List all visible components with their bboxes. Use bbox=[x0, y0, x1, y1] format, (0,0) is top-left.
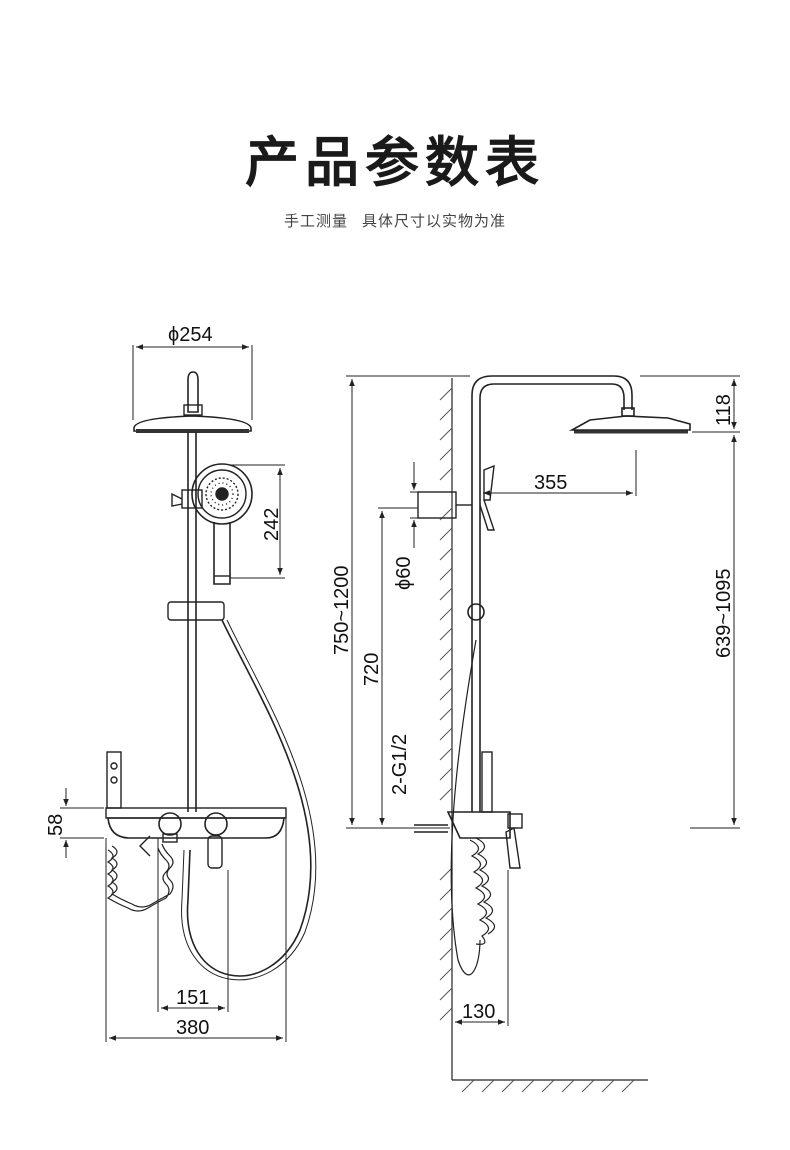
dim-total-height bbox=[346, 375, 470, 829]
dim-valve-spacing bbox=[157, 838, 229, 1012]
label-handheld-height: 242 bbox=[261, 508, 283, 541]
front-view bbox=[60, 344, 317, 1042]
dim-head-diameter bbox=[132, 344, 253, 420]
label-slider-height: 720 bbox=[361, 653, 383, 686]
shower-hose bbox=[186, 619, 312, 977]
side-mixer bbox=[414, 811, 523, 869]
label-inlet-thread: 2-G1/2 bbox=[389, 734, 411, 795]
wall bbox=[439, 378, 453, 1080]
riser-pipe bbox=[167, 432, 225, 812]
dim-head-height-range bbox=[690, 435, 740, 829]
spring-hose bbox=[106, 843, 174, 912]
side-slider bbox=[417, 464, 495, 813]
dim-shelf-height bbox=[60, 788, 104, 858]
dim-shelf-width bbox=[105, 818, 287, 1042]
label-shelf-height: 58 bbox=[45, 814, 67, 836]
wall-inlet bbox=[106, 751, 122, 809]
label-arm-reach: 355 bbox=[534, 472, 567, 494]
label-wall-offset: 130 bbox=[462, 1001, 495, 1023]
subtitle-measurement: 手工测量 bbox=[283, 212, 348, 230]
label-slider-diameter: ϕ60 bbox=[393, 557, 415, 590]
label-shelf-width: 380 bbox=[176, 1017, 209, 1039]
dim-arm-drop bbox=[640, 375, 740, 433]
subtitle-disclaimer: 具体尺寸以实物为准 bbox=[362, 212, 507, 230]
side-riser bbox=[471, 375, 635, 812]
label-valve-spacing: 151 bbox=[176, 987, 209, 1009]
label-head-diameter: ϕ254 bbox=[168, 324, 213, 346]
hand-shower bbox=[191, 463, 253, 585]
side-overhead-shower bbox=[568, 415, 691, 431]
floor bbox=[452, 1079, 648, 1093]
label-head-height-range: 639~1095 bbox=[713, 568, 735, 658]
overhead-shower bbox=[133, 371, 252, 433]
dim-arm-reach bbox=[483, 450, 637, 496]
page-title: 产品参数表 bbox=[245, 131, 545, 194]
page-subtitle: 手工测量具体尺寸以实物为准 bbox=[0, 210, 790, 231]
side-hose bbox=[450, 639, 481, 976]
shelf-mixer bbox=[105, 807, 287, 869]
side-spring-hose bbox=[469, 839, 490, 945]
side-view bbox=[346, 375, 740, 1093]
dim-slider-diameter bbox=[410, 462, 418, 548]
label-arm-drop: 118 bbox=[713, 394, 735, 426]
label-total-height: 750~1200 bbox=[331, 565, 353, 655]
dim-wall-offset bbox=[455, 870, 509, 1026]
dim-slider-height bbox=[378, 507, 418, 825]
dim-handheld-height bbox=[230, 464, 285, 579]
